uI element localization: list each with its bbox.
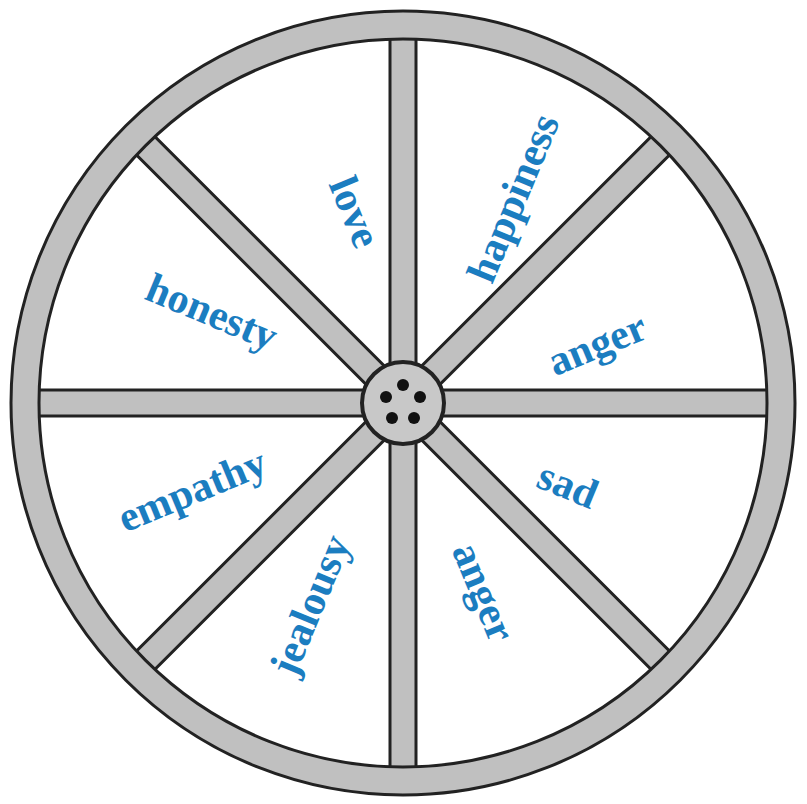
hub-bolt [386,412,398,424]
emotion-word: anger [542,305,653,383]
hub-bolt [380,391,392,403]
wheel-rim [11,11,795,795]
emotion-word: sad [532,454,604,516]
wheel-hub [362,362,444,444]
hub-bolt [414,391,426,403]
emotion-word: empathy [112,441,273,540]
wheel-body [11,11,795,795]
emotion-word: jealousy [262,529,357,681]
hub-bolt [408,412,420,424]
emotion-word: anger [445,537,523,648]
spoke [127,127,680,680]
emotion-word: love [322,171,388,254]
hub-bolts [380,379,426,424]
hub-bolt [397,379,409,391]
